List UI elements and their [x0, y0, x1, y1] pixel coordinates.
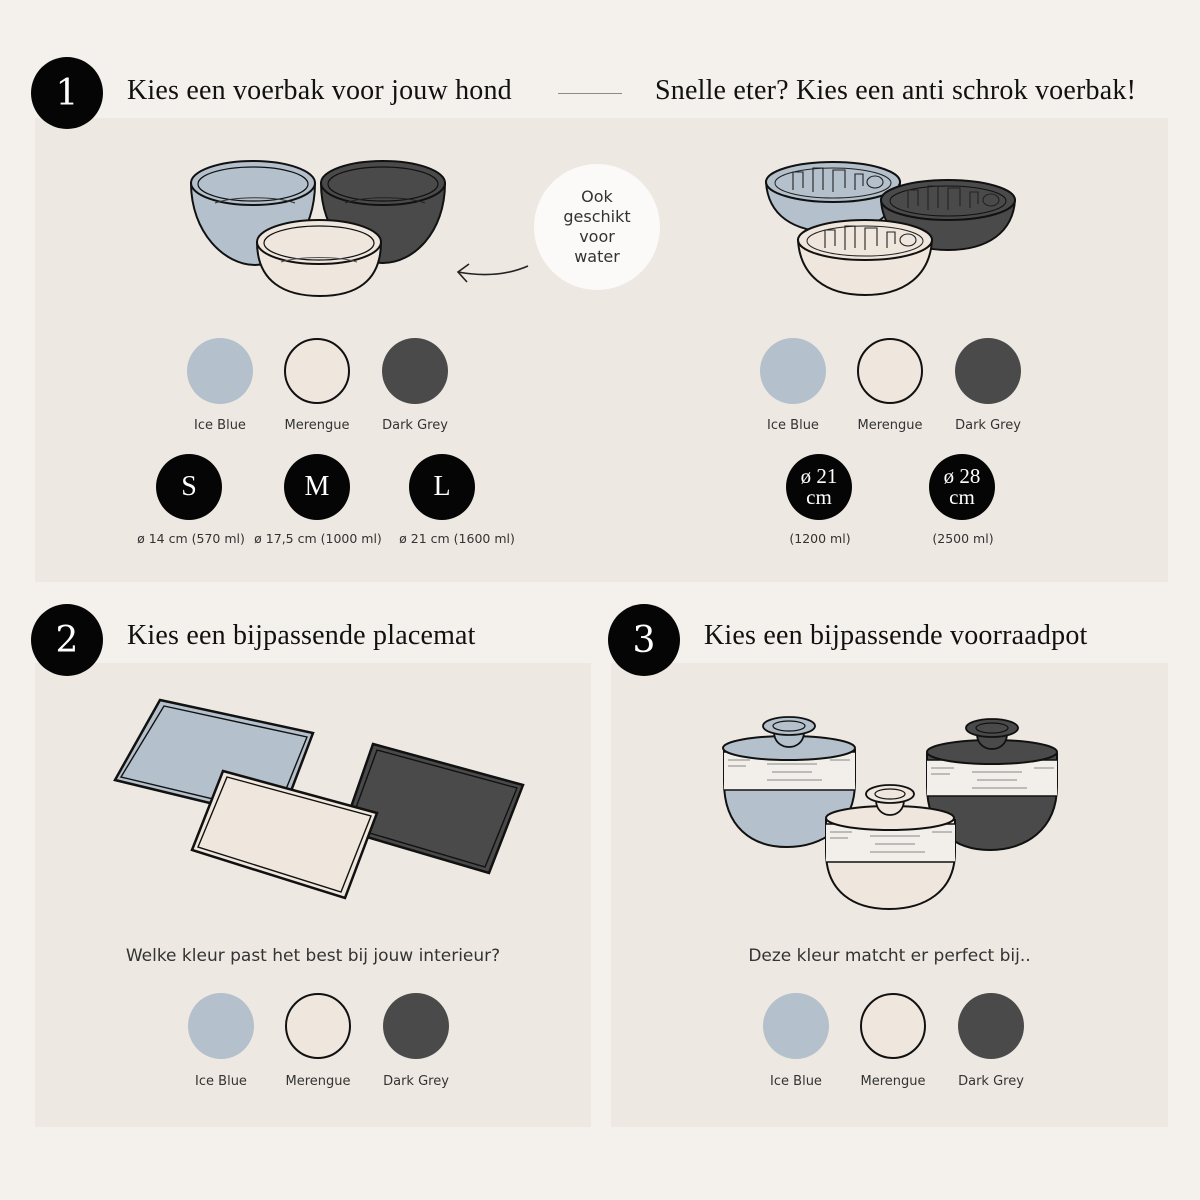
step2-question: Welke kleur past het best bij jouw inter…	[125, 946, 501, 966]
heading-divider	[558, 93, 622, 94]
slow-feeder-bowls-illustration	[764, 161, 1017, 297]
color-swatch-merengue[interactable]	[284, 338, 350, 404]
size-badge-line: ø 28	[943, 464, 981, 488]
callout-line: geschikt	[563, 207, 631, 226]
color-swatch-merengue[interactable]	[860, 993, 926, 1059]
color-swatch-ice-blue[interactable]	[187, 338, 253, 404]
size-label: (1200 ml)	[789, 531, 851, 546]
size-label: ø 21 cm (1600 ml)	[399, 531, 515, 546]
step3-question: Deze kleur matcht er perfect bij..	[748, 946, 1031, 966]
color-swatch-dark-grey[interactable]	[383, 993, 449, 1059]
size-label: ø 14 cm (570 ml)	[137, 531, 245, 546]
size-badge-line: cm	[806, 485, 832, 509]
swatch-label: Dark Grey	[383, 1074, 449, 1089]
color-swatch-dark-grey[interactable]	[958, 993, 1024, 1059]
swatch-label: Ice Blue	[194, 418, 246, 433]
color-swatch-dark-grey[interactable]	[955, 338, 1021, 404]
merengue-slow-feeder-icon	[796, 219, 934, 297]
color-swatch-ice-blue[interactable]	[763, 993, 829, 1059]
color-swatch-ice-blue[interactable]	[188, 993, 254, 1059]
swatch-label: Ice Blue	[195, 1074, 247, 1089]
swatch-label: Merengue	[285, 1074, 351, 1089]
swatch-label: Ice Blue	[770, 1074, 822, 1089]
size-badge-line: ø 21	[800, 464, 838, 488]
size-label: ø 17,5 cm (1000 ml)	[254, 531, 382, 546]
food-bowls-illustration	[189, 160, 447, 298]
size-button-21cm[interactable]: ø 21 cm	[786, 454, 852, 520]
placemats-illustration	[113, 698, 525, 900]
merengue-jar-icon	[825, 784, 956, 911]
swatch-label: Merengue	[857, 418, 923, 433]
merengue-bowl-icon	[255, 219, 383, 298]
color-swatch-dark-grey[interactable]	[382, 338, 448, 404]
step-number-1: 1	[31, 57, 103, 129]
size-button-28cm[interactable]: ø 28 cm	[929, 454, 995, 520]
size-badge-line: cm	[949, 485, 975, 509]
size-button-s[interactable]: S	[156, 454, 222, 520]
callout-line: water	[574, 247, 620, 266]
ice-blue-bowl-icon	[189, 160, 317, 267]
swatch-label: Dark Grey	[955, 418, 1021, 433]
ice-blue-jar-icon	[722, 716, 856, 849]
step1-title: Kies een voerbak voor jouw hond	[127, 75, 512, 106]
step1-alt-title: Snelle eter? Kies een anti schrok voerba…	[655, 75, 1137, 106]
color-swatch-merengue[interactable]	[857, 338, 923, 404]
callout-line: Ook	[581, 187, 613, 206]
color-swatch-ice-blue[interactable]	[760, 338, 826, 404]
swatch-label: Merengue	[860, 1074, 926, 1089]
callout-line: voor	[579, 227, 615, 246]
color-swatch-merengue[interactable]	[285, 993, 351, 1059]
swatch-label: Dark Grey	[382, 418, 448, 433]
water-callout-bubble: Ook geschikt voor water	[534, 164, 660, 290]
dark-grey-placemat-icon	[341, 742, 525, 875]
size-button-l[interactable]: L	[409, 454, 475, 520]
storage-jars-illustration	[722, 716, 1058, 911]
size-button-m[interactable]: M	[284, 454, 350, 520]
step2-title: Kies een bijpassende placemat	[127, 620, 476, 651]
swatch-label: Merengue	[284, 418, 350, 433]
swatch-label: Ice Blue	[767, 418, 819, 433]
merengue-placemat-icon	[190, 769, 379, 900]
curved-arrow-left-icon	[456, 263, 529, 283]
dark-grey-jar-icon	[926, 718, 1058, 852]
size-label: (2500 ml)	[932, 531, 994, 546]
swatch-label: Dark Grey	[958, 1074, 1024, 1089]
step-number-3: 3	[608, 604, 680, 676]
step3-title: Kies een bijpassende voorraadpot	[704, 620, 1088, 651]
step-number-2: 2	[31, 604, 103, 676]
